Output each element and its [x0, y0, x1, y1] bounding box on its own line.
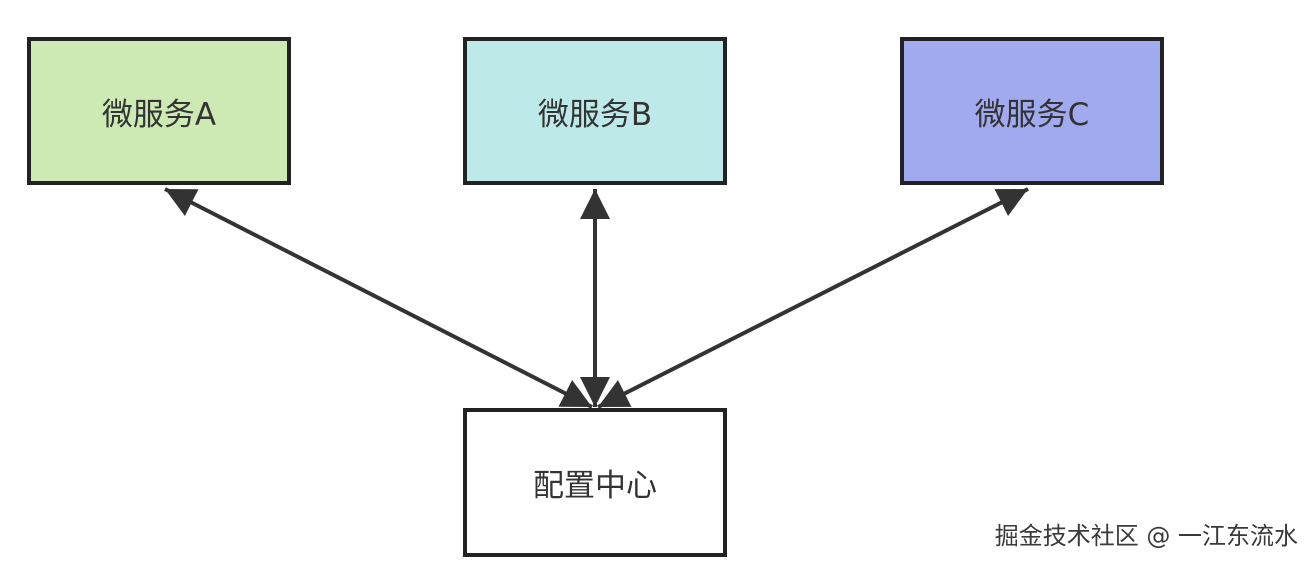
- watermark-text: 掘金技术社区 @ 一江东流水: [994, 522, 1298, 550]
- config-center-label: 配置中心: [533, 468, 657, 504]
- service-a-node: 微服务A: [27, 37, 291, 185]
- service-a-label: 微服务A: [101, 96, 217, 133]
- service-b-label: 微服务B: [537, 96, 653, 133]
- service-b-node: 微服务B: [463, 37, 727, 185]
- arrow-config-to-service-c: [597, 187, 1029, 409]
- service-c-label: 微服务C: [974, 96, 1090, 133]
- service-c-node: 微服务C: [900, 37, 1164, 185]
- config-center-node: 配置中心: [463, 408, 727, 557]
- arrow-config-to-service-a: [164, 187, 593, 409]
